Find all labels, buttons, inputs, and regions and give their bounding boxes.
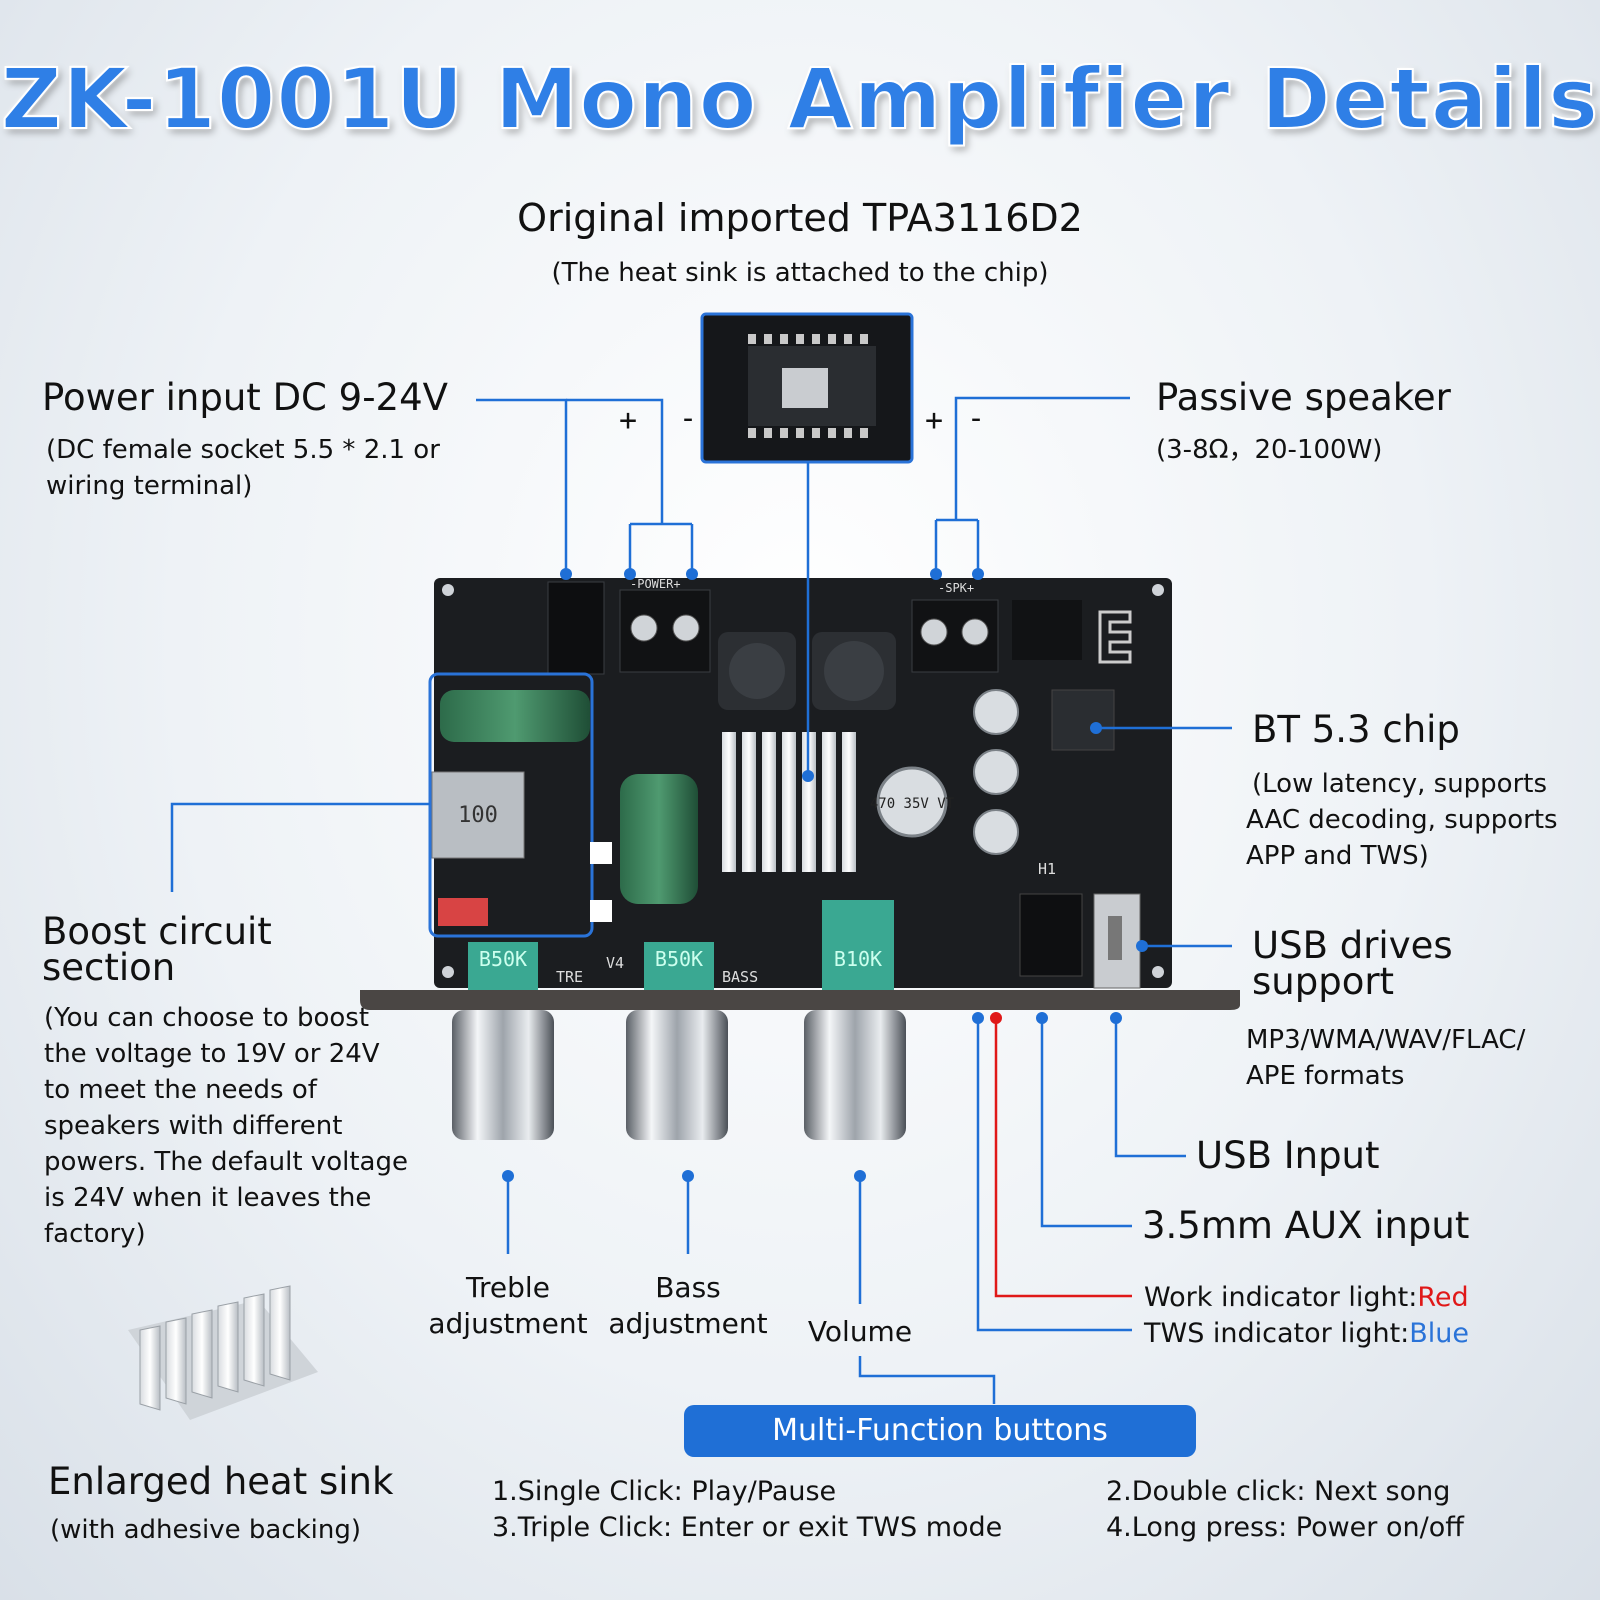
boost-note-4: speakers with different (44, 1111, 343, 1141)
heatsink-note: (with adhesive backing) (50, 1515, 362, 1545)
red-dot (990, 1012, 1002, 1024)
power-silk: -POWER+ (630, 577, 681, 591)
leader-lines (170, 396, 1232, 1404)
tws-indicator-prefix: TWS indicator light: (1144, 1318, 1410, 1349)
chip-title: Original imported TPA3116D2 (517, 196, 1083, 240)
mf-item-2: 2.Double click: Next song (1106, 1476, 1451, 1507)
bt-note-2: AAC decoding, supports (1246, 805, 1558, 835)
boost-note-6: is 24V when it leaves the (44, 1183, 372, 1213)
boost-note-2: the voltage to 19V or 24V (44, 1039, 380, 1069)
red-leader-line (994, 1018, 1132, 1298)
pot-volume-marking: B10K (834, 947, 882, 971)
page-title: ZK-1001U Mono Amplifier Details (0, 49, 1600, 149)
volume-label: Volume (807, 1315, 913, 1348)
mf-item-4: 4.Long press: Power on/off (1106, 1512, 1464, 1543)
usb-formats-2: APE formats (1246, 1061, 1405, 1091)
pot-bass-marking: B50K (655, 947, 703, 971)
multi-function-banner: Multi-Function buttons (684, 1405, 1196, 1457)
inductor-marking: 100 (458, 803, 498, 828)
bt-note-3: APP and TWS) (1246, 841, 1429, 871)
passive-speaker-note: (3-8Ω，20-100W) (1156, 435, 1383, 465)
boost-note-5: powers. The default voltage (44, 1147, 408, 1177)
usb-drives-label-2: support (1252, 960, 1395, 1003)
work-indicator-text: Work indicator light:Red (1144, 1280, 1469, 1316)
work-indicator-color: Red (1417, 1282, 1469, 1313)
power-input-label: Power input DC 9-24V (42, 376, 448, 419)
spk-silk: -SPK+ (938, 581, 974, 595)
tws-indicator-color: Blue (1409, 1318, 1470, 1349)
work-indicator-prefix: Work indicator light: (1144, 1282, 1418, 1313)
boost-note-7: factory) (44, 1219, 146, 1249)
chip-note: (The heat sink is attached to the chip) (551, 258, 1049, 288)
power-plus: + (619, 403, 637, 438)
heatsink-label: Enlarged heat sink (48, 1460, 394, 1503)
cap-marking: 470 35V VT (870, 796, 955, 812)
leader-dots (502, 568, 1148, 1182)
usb-input-label: USB Input (1196, 1134, 1380, 1177)
bass-label-2: adjustment (608, 1307, 768, 1340)
speaker-minus: - (967, 401, 985, 436)
usb-formats-1: MP3/WMA/WAV/FLAC/ (1246, 1025, 1526, 1055)
tws-indicator-text: TWS indicator light:Blue (1144, 1316, 1469, 1352)
boost-note-1: (You can choose to boost (44, 1003, 370, 1033)
bass-label-1: Bass (655, 1271, 721, 1304)
power-input-note-2: wiring terminal) (46, 471, 253, 501)
passive-speaker-label: Passive speaker (1156, 376, 1451, 419)
mf-item-1: 1.Single Click: Play/Pause (492, 1476, 837, 1507)
bt-chip-label: BT 5.3 chip (1252, 708, 1460, 751)
boost-label-1: Boost circuit (42, 910, 272, 953)
h1-silk: H1 (1038, 860, 1056, 878)
heatsink-illustration (128, 1285, 318, 1420)
bass-silk: BASS (722, 968, 758, 986)
tre-silk: TRE (556, 968, 583, 986)
treble-label-1: Treble (466, 1271, 550, 1304)
tpa3116d2-chip-closeup (700, 312, 914, 464)
mf-item-3: 3.Triple Click: Enter or exit TWS mode (492, 1512, 1003, 1543)
power-input-note-1: (DC female socket 5.5 * 2.1 or (46, 435, 440, 465)
pot-treble-marking: B50K (479, 947, 527, 971)
boost-note-3: to meet the needs of (44, 1075, 317, 1105)
boost-label-2: section (42, 946, 176, 989)
usb-drives-label-1: USB drives (1252, 924, 1453, 967)
pcb-board: 470 35V VT 100 B50K B50K B10K TRE V4 BAS… (360, 577, 1240, 1140)
treble-label-2: adjustment (428, 1307, 588, 1340)
speaker-plus: + (925, 403, 943, 438)
v4-silk: V4 (606, 954, 624, 972)
bt-note-1: (Low latency, supports (1252, 769, 1548, 799)
power-minus: - (679, 401, 697, 436)
aux-input-label: 3.5mm AUX input (1142, 1204, 1470, 1247)
